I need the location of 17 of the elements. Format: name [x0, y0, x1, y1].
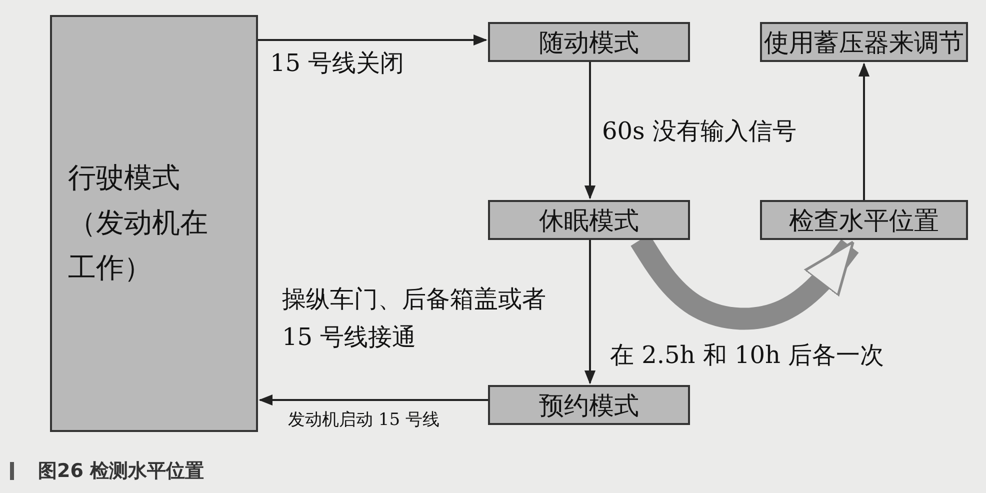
- node-text: 随动模式: [539, 26, 639, 58]
- mode-box: [488, 200, 690, 240]
- caption: 图26 检测水平位置: [38, 460, 204, 482]
- mode-box: [760, 200, 968, 240]
- arrow: [258, 34, 488, 46]
- node-text: 休眠模式: [539, 204, 639, 236]
- arrow: [584, 240, 596, 384]
- mode-box: [488, 385, 690, 425]
- arrow: [858, 62, 870, 200]
- arrow: [258, 394, 488, 406]
- node-text: 预约模式: [539, 390, 639, 422]
- mode-box: [50, 15, 258, 432]
- mode-box: [488, 22, 690, 62]
- arrow: [584, 62, 596, 200]
- node-text: 检查水平位置: [789, 204, 939, 236]
- node-text: 行驶模式（发动机在工作）: [68, 160, 209, 286]
- node-text: 使用蓄压器来调节: [764, 26, 964, 58]
